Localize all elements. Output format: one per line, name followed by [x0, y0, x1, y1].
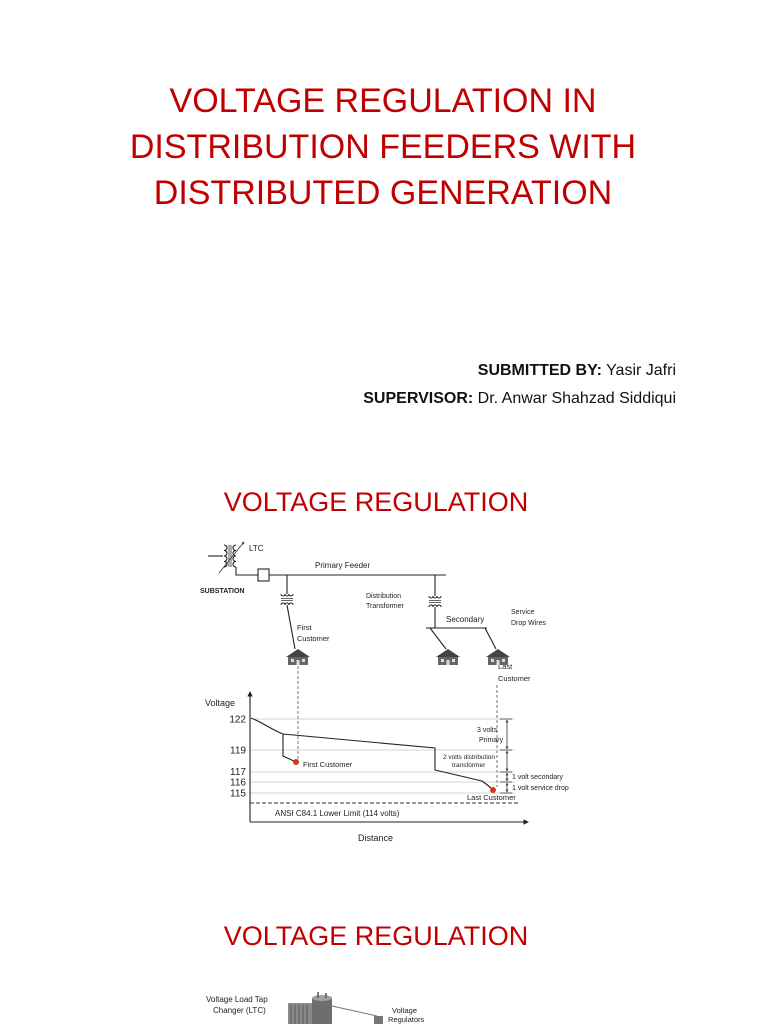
secondary-label: Secondary	[446, 615, 484, 624]
house-window	[302, 659, 305, 662]
last-customer-label: Last	[498, 662, 513, 671]
regulators-label: Regulators	[388, 1015, 425, 1024]
primary-drop-label: 3 volts	[477, 727, 498, 734]
house-window	[291, 659, 294, 662]
house-roof	[436, 649, 460, 657]
house-window	[491, 659, 494, 662]
y-tick-label: 116	[230, 778, 246, 789]
submitted-by-label: SUBMITTED BY:	[477, 362, 602, 379]
ltc-bushing	[317, 992, 327, 998]
annotation-tick	[500, 718, 512, 794]
supervisor-label: SUPERVISOR:	[363, 390, 474, 407]
slide-2-title: VOLTAGE REGULATION	[223, 487, 529, 517]
transformer-core	[429, 600, 441, 603]
y-axis-label: Voltage	[205, 698, 235, 708]
ltc-tank-top	[312, 995, 332, 1001]
first-distribution-transformer	[280, 575, 296, 650]
ltc-equipment-label: Changer (LTC)	[213, 1006, 266, 1015]
y-tick-label: 117	[230, 767, 246, 778]
ltc-equipment-label: Voltage Load Tap	[206, 995, 268, 1004]
x-axis-label: Distance	[358, 833, 393, 843]
house-door	[496, 660, 500, 665]
substation-label: SUBSTATION	[200, 588, 244, 595]
first-customer-marker-label: First Customer	[303, 760, 353, 769]
service-drop-wire	[484, 627, 497, 650]
slide-3-figure: Voltage Load Tap Changer (LTC) Voltage R…	[206, 992, 425, 1024]
house-roof	[286, 649, 310, 657]
regulator-body	[374, 1016, 383, 1024]
primary-feeder-label: Primary Feeder	[315, 561, 370, 570]
slide-3-title: VOLTAGE REGULATION	[223, 921, 529, 951]
title-line: DISTRIBUTION FEEDERS WITH	[129, 128, 637, 166]
house-window	[502, 659, 505, 662]
first-customer-voltage-branch	[282, 734, 297, 763]
regulators-label: Voltage	[392, 1006, 417, 1015]
house-door	[296, 660, 300, 665]
title-line: VOLTAGE REGULATION IN	[169, 82, 597, 120]
last-customer-marker	[490, 787, 496, 793]
first-customer-label: First	[297, 623, 312, 632]
primary-drop-label: Primary	[479, 737, 504, 744]
transformer-primary-coil	[428, 595, 442, 599]
y-tick-label: 122	[229, 715, 246, 726]
house-door	[446, 660, 450, 665]
ltc-output-line	[235, 567, 258, 576]
title-line: DISTRIBUTED GENERATION	[153, 174, 613, 212]
transformer-drop-label: 2 volts distribution	[443, 754, 495, 761]
ltc-equipment-illustration	[288, 992, 332, 1024]
service-drop-wire	[429, 627, 447, 650]
submitted-by-line: SUBMITTED BY: Yasir Jafri	[478, 361, 676, 381]
ansi-limit-label: ANSI C84.1 Lower Limit (114 volts)	[275, 809, 400, 818]
service-drop-label: Service	[511, 609, 534, 616]
first-customer-service-line	[286, 604, 296, 650]
house-roof	[486, 649, 510, 657]
ltc-core	[228, 545, 232, 567]
submitted-by-value: Yasir Jafri	[606, 362, 676, 379]
service-drop-label: Drop Wires	[511, 620, 547, 627]
supervisor-line: SUPERVISOR: Dr. Anwar Shahzad Siddiqui	[363, 389, 676, 409]
first-customer-label: Customer	[297, 634, 330, 643]
regulator-line	[331, 1005, 378, 1017]
last-distribution-transformer	[428, 575, 442, 628]
house-window	[441, 659, 444, 662]
middle-customer-house-icon	[436, 649, 460, 665]
regulator-equipment-illustration	[331, 1005, 383, 1024]
y-tick-label: 119	[230, 746, 246, 757]
last-customer-house-icon	[486, 649, 510, 665]
distribution-transformer-label: Transformer	[366, 603, 405, 610]
voltage-profile-chart: 122 119 117 116 115 Voltage Distance ANS…	[205, 691, 569, 843]
secondary-drop-label: 1 volt secondary	[512, 774, 563, 781]
distribution-transformer-label: Distribution	[366, 593, 401, 600]
last-customer-marker-label: Last Customer	[467, 793, 516, 802]
transformer-core	[281, 598, 293, 601]
first-customer-marker	[293, 759, 299, 765]
transformer-secondary-coil	[280, 602, 294, 606]
first-customer-house-icon	[286, 649, 310, 665]
ltc-radiator-fins	[290, 1005, 308, 1024]
voltage-profile-curve	[250, 717, 494, 791]
supervisor-value: Dr. Anwar Shahzad Siddiqui	[477, 390, 676, 407]
last-customer-label: Customer	[498, 674, 531, 683]
ltc-label: LTC	[249, 544, 264, 553]
ltc-main-tank	[312, 998, 332, 1024]
ltc-tank	[288, 1003, 312, 1024]
y-tick-label: 115	[230, 789, 246, 800]
transformer-primary-coil	[280, 593, 294, 597]
house-window	[452, 659, 455, 662]
service-drop-voltage-label: 1 volt service drop	[512, 785, 569, 792]
substation-ltc-symbol	[208, 541, 270, 582]
ltc-secondary-coil	[232, 544, 237, 568]
breaker-box	[257, 568, 270, 582]
title-slide-heading: VOLTAGE REGULATION IN DISTRIBUTION FEEDE…	[0, 78, 766, 216]
transformer-drop-label: transformer	[452, 762, 486, 769]
transformer-secondary-coil	[428, 604, 442, 608]
ltc-primary-coil	[223, 544, 228, 568]
ltc-tap-arrow	[218, 541, 245, 574]
